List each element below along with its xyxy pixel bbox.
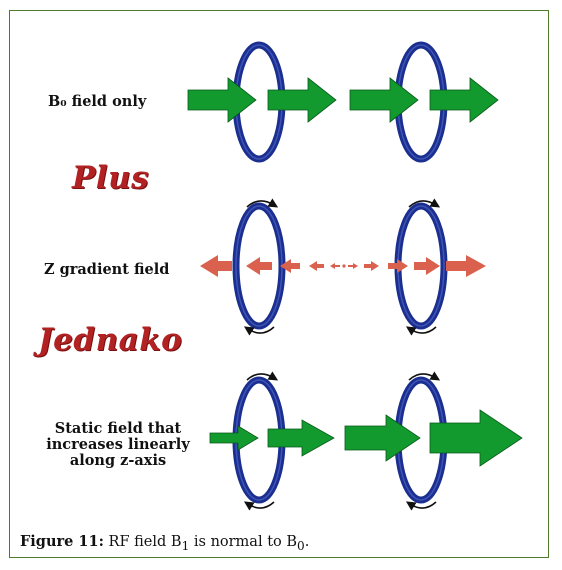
rotation-curl-top-right <box>408 198 441 208</box>
red-arrow-right-4 <box>414 257 440 275</box>
red-arrow-right-2 <box>364 261 379 271</box>
label-plus: Plus <box>72 160 150 196</box>
caption-text-before: RF field B <box>108 534 182 550</box>
caption-prefix: Figure 11: <box>20 533 104 550</box>
red-arrow-right-3 <box>388 259 408 273</box>
label-static-field: Static field that increases linearly alo… <box>40 421 196 469</box>
red-arrow-left-1 <box>200 255 232 277</box>
red-arrow-left-3 <box>280 259 300 273</box>
label-static-line1: Static field that <box>54 420 182 437</box>
green-arrow-large <box>344 414 421 462</box>
green-arrow-medium <box>267 419 335 457</box>
caption-text-end: . <box>304 534 310 550</box>
rotation-curl-bottom-left <box>243 326 275 336</box>
row-b0-field <box>187 41 499 163</box>
label-jednako: Jednako <box>38 322 183 358</box>
rotation-curl-bottom-right-3 <box>405 501 437 511</box>
row-z-gradient <box>200 198 486 336</box>
figure-caption: Figure 11: RF field B1 is normal to B0. <box>20 533 309 553</box>
caption-sub0: 0 <box>297 538 305 553</box>
red-arrow-right-1 <box>348 263 358 269</box>
red-arrow-left-2 <box>246 257 272 275</box>
red-arrow-right-5 <box>446 255 486 277</box>
green-arrow-1 <box>187 77 257 123</box>
green-arrow-2 <box>267 77 337 123</box>
rotation-curl-bottom-right <box>405 326 437 336</box>
red-arrow-left-4 <box>309 261 324 271</box>
label-b0-field-only: B₀ field only <box>48 93 147 110</box>
green-arrow-3 <box>349 77 419 123</box>
figure-frame <box>9 10 549 558</box>
label-static-line3: along z-axis <box>69 452 167 469</box>
red-arrow-left-5 <box>330 263 340 269</box>
rotation-curl-bottom-left-3 <box>243 501 275 511</box>
caption-sub1: 1 <box>181 538 190 553</box>
label-z-gradient-field: Z gradient field <box>44 261 170 278</box>
rotation-curl-top-left <box>246 198 279 208</box>
rotation-curl-top-right-3 <box>408 371 441 381</box>
green-arrow-small <box>209 425 259 451</box>
caption-text-mid: is normal to B <box>189 534 298 550</box>
label-static-line2: increases linearly <box>46 436 190 453</box>
rotation-curl-top-left-3 <box>246 371 279 381</box>
green-arrow-4 <box>429 77 499 123</box>
green-arrow-largest <box>429 409 523 467</box>
row-static-field <box>209 371 523 511</box>
